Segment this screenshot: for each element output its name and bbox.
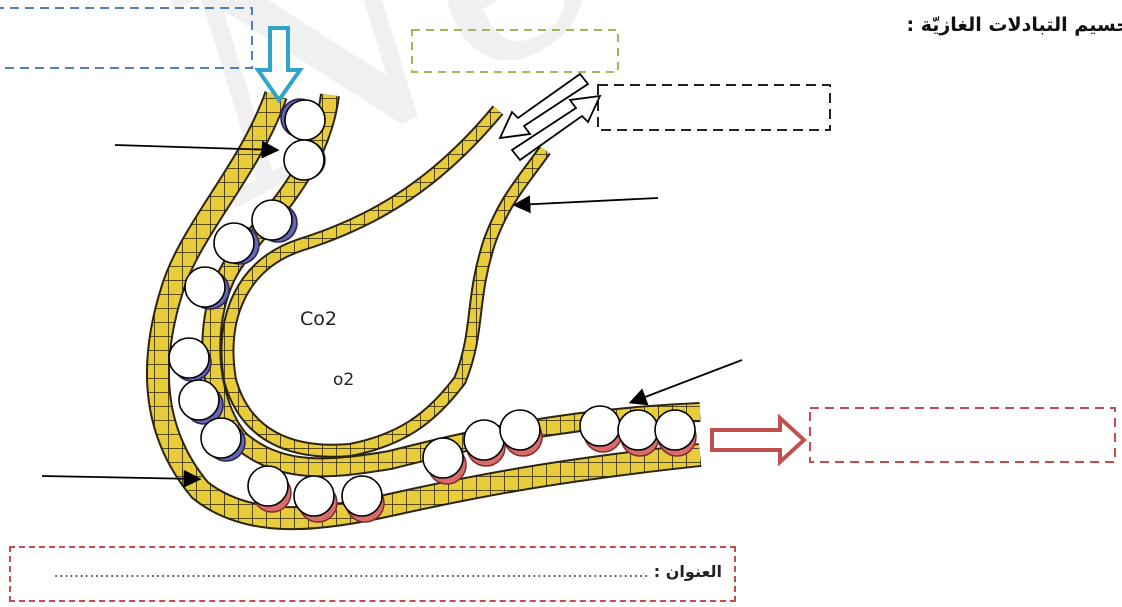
alveolus-wall xyxy=(228,110,545,451)
co2-label: Co2 xyxy=(300,308,337,330)
title-answer-box: العنوان : ..............................… xyxy=(9,546,736,602)
blood-inflow-arrow-icon xyxy=(258,28,300,100)
label-box-green xyxy=(412,30,618,72)
pointer-arrow-red-cells xyxy=(632,360,742,402)
label-box-blue xyxy=(0,8,252,68)
label-box-red xyxy=(810,408,1115,462)
air-exchange-arrows-icon xyxy=(500,74,600,160)
title-answer-dots: ........................................… xyxy=(54,562,649,581)
pointer-arrow-alveolus-wall xyxy=(516,198,658,205)
pointer-arrow-outer-wall xyxy=(42,476,198,479)
label-box-black xyxy=(598,85,830,130)
o2-label: o2 xyxy=(333,370,354,390)
title-answer-line[interactable]: العنوان : ..............................… xyxy=(54,562,722,581)
blood-outflow-arrow-icon xyxy=(712,418,804,462)
title-answer-label: العنوان : xyxy=(654,562,722,581)
